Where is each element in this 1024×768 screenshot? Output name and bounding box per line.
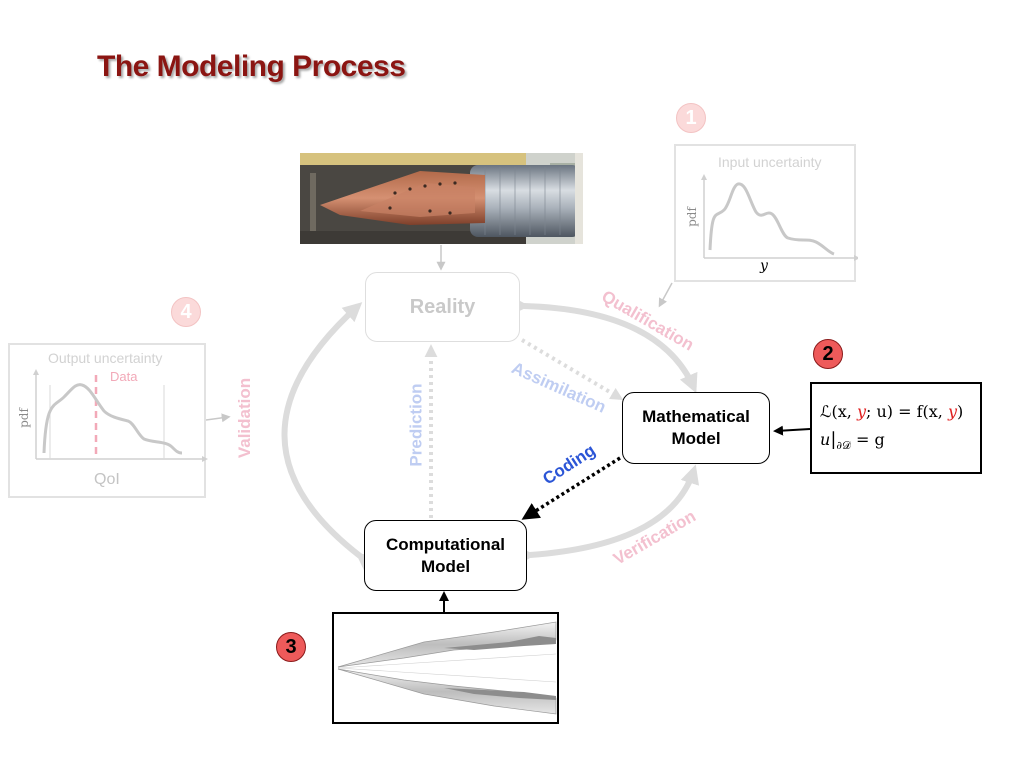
step-badge-4: 4 xyxy=(171,297,201,327)
comp-model-line1: Computational xyxy=(386,534,505,554)
simulation-render xyxy=(337,621,557,715)
output-plot-arrow xyxy=(205,413,231,423)
verification-arc xyxy=(515,464,700,566)
coding-line xyxy=(521,456,621,520)
input-plot-curve xyxy=(701,174,858,261)
equation-box: ℒ(x, y; u) = f(x, y) u|∂𝒟 = g xyxy=(810,382,982,474)
input-plot-xlabel: y xyxy=(760,258,768,274)
eq2-rest: = g xyxy=(850,430,885,449)
math-model-line1: Mathematical xyxy=(642,407,750,426)
math-model-line2: Model xyxy=(671,429,721,448)
eq1-y2: y xyxy=(947,402,958,421)
hardware-photo xyxy=(300,153,583,244)
step-badge-1: 1 xyxy=(676,103,706,133)
output-uncertainty-plot: Output uncertainty Data pdf QoI xyxy=(8,343,208,498)
output-plot-title: Output uncertainty xyxy=(48,350,163,366)
equation-arrow xyxy=(773,425,811,436)
page-title: The Modeling Process xyxy=(97,50,406,83)
validation-arc xyxy=(281,302,377,572)
comp-model-line2: Model xyxy=(420,556,471,576)
validation-label: Validation xyxy=(235,377,255,459)
output-plot-curve xyxy=(33,369,208,462)
assimilation-line xyxy=(520,338,624,400)
output-plot-xlabel: QoI xyxy=(94,471,120,488)
eq1-part-a: ℒ(x, xyxy=(820,402,857,421)
simulation-image xyxy=(332,612,559,724)
eq2-sub: ∂𝒟 xyxy=(836,439,851,453)
qualification-arc xyxy=(510,296,698,394)
eq1-y: y xyxy=(856,402,867,421)
equation-line1: ℒ(x, y; u) = f(x, y) xyxy=(820,398,980,426)
input-plot-title: Input uncertainty xyxy=(718,154,822,170)
output-plot-data-label: Data xyxy=(110,369,138,384)
reality-node: Reality xyxy=(365,272,520,342)
mathematical-model-node: Mathematical Model xyxy=(622,392,770,464)
prediction-label: Prediction xyxy=(406,383,426,467)
eq1-part-b: ; u) = f(x, xyxy=(866,402,948,421)
eq2-u: u xyxy=(820,430,831,449)
eq1-part-c: ) xyxy=(957,402,964,421)
input-uncertainty-plot: Input uncertainty pdf y xyxy=(674,144,858,282)
computational-model-node: Computational Model xyxy=(364,520,527,591)
input-plot-arrow xyxy=(658,282,673,308)
equation-line2: u|∂𝒟 = g xyxy=(820,429,885,453)
step-badge-2: 2 xyxy=(813,339,843,369)
step-badge-3: 3 xyxy=(276,632,306,662)
